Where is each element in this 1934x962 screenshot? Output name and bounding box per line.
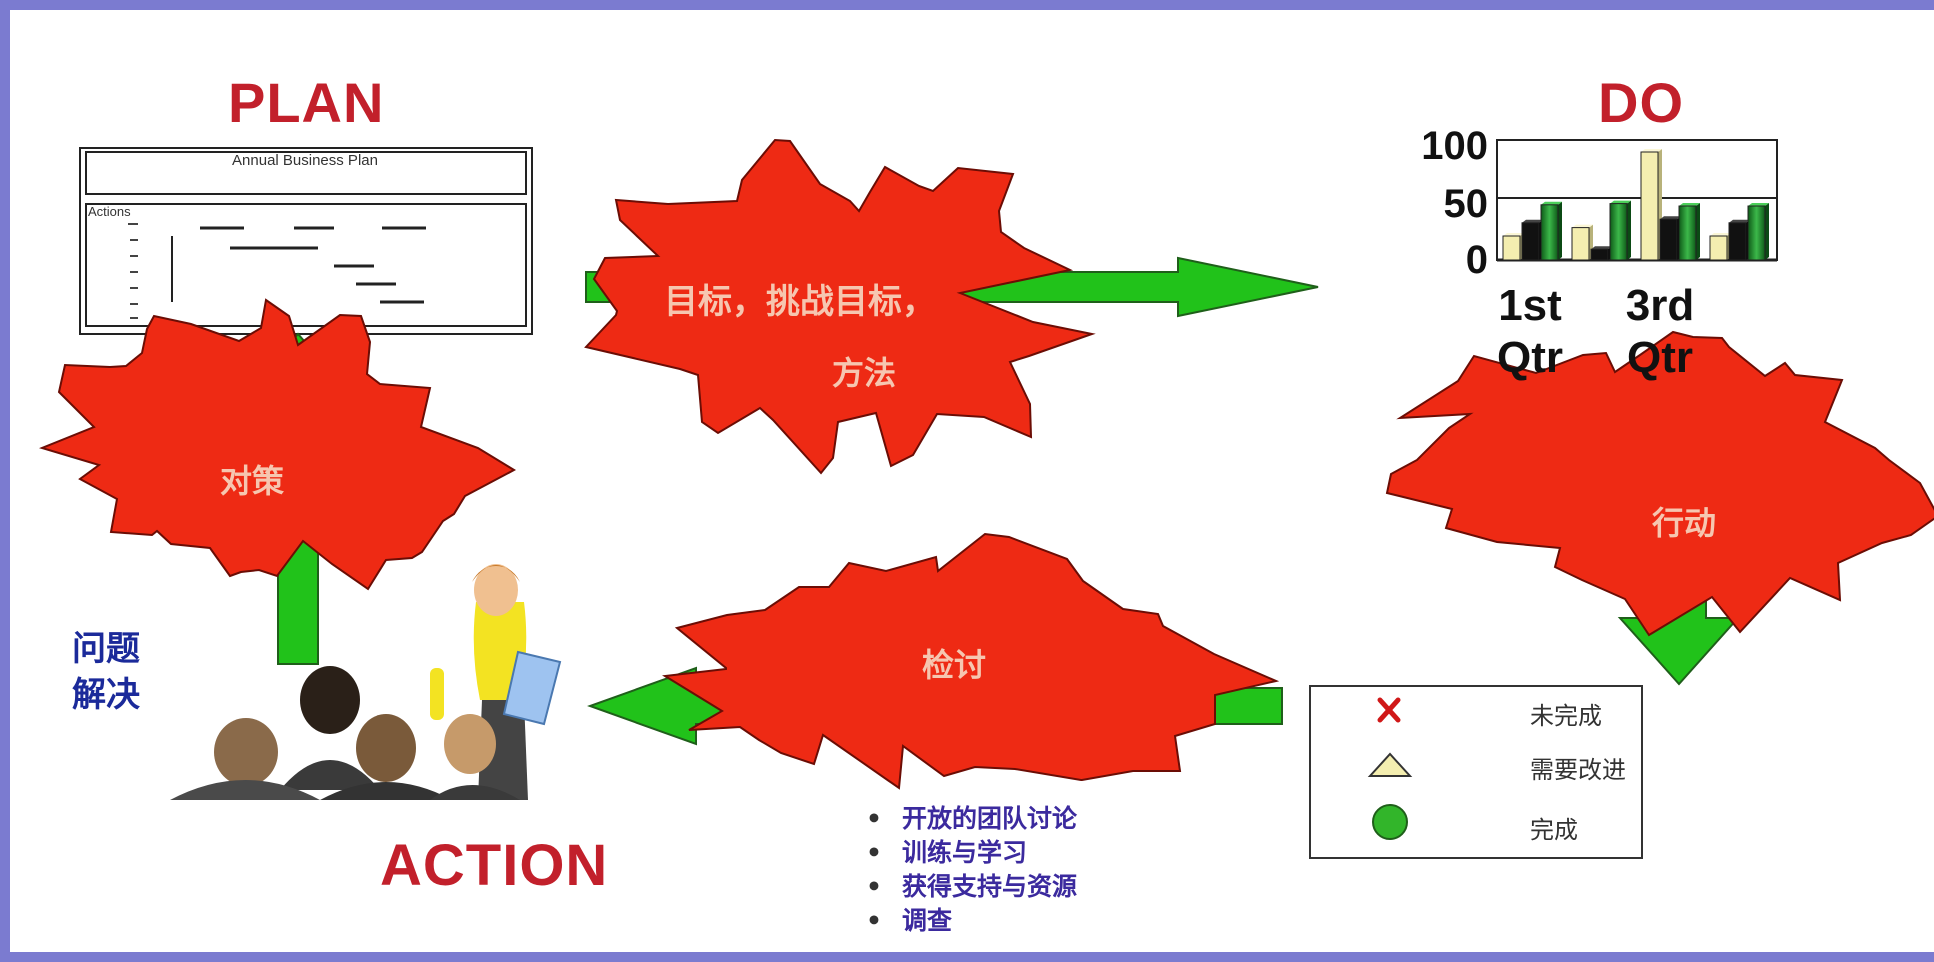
bar-side [1558, 201, 1562, 260]
legend-label-needs-improvement: 需要改进 [1530, 756, 1626, 784]
plan-header: PLAN [228, 71, 385, 134]
legend-label-complete: 完成 [1530, 816, 1578, 844]
problem-solving-line1: 问题 [72, 629, 140, 669]
bar [1571, 227, 1590, 261]
execute-burst [1385, 330, 1934, 637]
list-item: 获得支持与资源 [862, 870, 1077, 904]
legend-label-incomplete: 未完成 [1530, 702, 1602, 730]
x-tick-label-3rd-qtr: 3rd Qtr [1600, 280, 1720, 384]
bar-top [1641, 149, 1662, 152]
problem-solving-label: 问题 解决 [72, 626, 140, 718]
goal-burst-label-line1: 目标，挑战目标， [664, 282, 936, 322]
bar-top [1710, 233, 1731, 236]
status-legend [1309, 685, 1643, 859]
bar [1728, 222, 1747, 261]
do-header: DO [1598, 71, 1684, 134]
bar [1590, 248, 1609, 261]
problem-solving-line2: 解决 [72, 675, 140, 715]
bar-top [1679, 203, 1700, 206]
x-tick-label-1st-qtr: 1st Qtr [1470, 280, 1590, 384]
review-burst [662, 532, 1280, 790]
x-mark-icon [1377, 697, 1401, 723]
review-bullet-list: 开放的团队讨论 训练与学习 获得支持与资源 调查 [862, 802, 1077, 938]
bar-top [1660, 216, 1681, 220]
bar [1540, 204, 1559, 261]
bar-top [1522, 219, 1543, 223]
bar-side [1627, 200, 1631, 260]
countermeasure-burst-label: 对策 [220, 462, 285, 500]
bar [1521, 222, 1540, 261]
plan-chart-row-label: Actions [88, 204, 131, 219]
bar-side [1696, 203, 1700, 260]
plan-chart-title: Annual Business Plan [232, 152, 378, 169]
bar [1609, 203, 1628, 261]
bar-top [1729, 219, 1750, 223]
circle-icon [1372, 804, 1408, 840]
starbursts [38, 138, 1934, 790]
bar-top [1503, 233, 1524, 236]
bar-top [1572, 224, 1593, 228]
x-tick-label-line: Qtr [1627, 333, 1693, 382]
x-tick-label-line: 1st [1498, 281, 1562, 330]
gantt-bars [171, 226, 426, 304]
review-burst-label: 检讨 [922, 646, 987, 684]
triangle-icon [1367, 752, 1413, 777]
goal-burst [584, 138, 1096, 475]
list-item: 调查 [862, 904, 1077, 938]
y-tick-label: 50 [1443, 182, 1489, 226]
bar-side [1765, 203, 1769, 260]
list-item: 开放的团队讨论 [862, 802, 1077, 836]
bar-top [1610, 200, 1631, 204]
execute-burst-label: 行动 [1652, 504, 1717, 542]
bar [1640, 151, 1659, 261]
bar [1502, 235, 1521, 261]
bar-top [1748, 203, 1769, 206]
action-header: ACTION [380, 833, 609, 898]
bar [1659, 218, 1678, 261]
do-chart-bars [1502, 149, 1769, 261]
x-tick-label-line: 3rd [1625, 281, 1695, 330]
bar [1709, 235, 1728, 261]
annual-plan-chart [79, 147, 533, 335]
team-meeting-illustration [170, 564, 562, 800]
bar-top [1591, 246, 1612, 250]
gantt-row-ticks [128, 223, 138, 319]
x-tick-label-line: Qtr [1497, 333, 1563, 382]
list-item: 训练与学习 [862, 836, 1077, 870]
y-tick-label: 0 [1465, 238, 1488, 282]
bar-top [1541, 201, 1562, 205]
countermeasure-burst [38, 298, 517, 591]
bar [1747, 205, 1766, 261]
y-tick-label: 100 [1421, 124, 1488, 168]
goal-burst-label-line2: 方法 [832, 354, 897, 392]
bar [1678, 205, 1697, 261]
